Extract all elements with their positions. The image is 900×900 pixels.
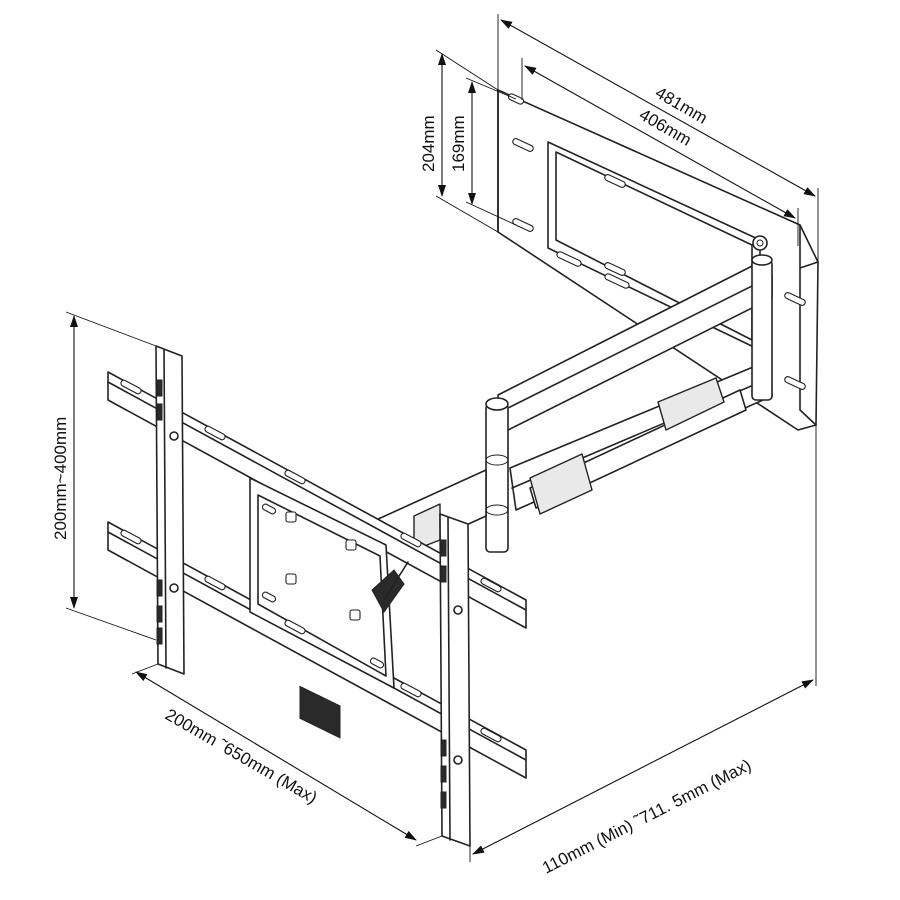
label-vesa-vertical: 200mm~400mm bbox=[51, 417, 70, 540]
dimension-lines bbox=[65, 14, 819, 862]
label-vesa-horizontal: 200mm ˜650mm (Max) bbox=[162, 705, 320, 807]
articulating-arms bbox=[375, 254, 773, 553]
label-169mm: 169mm bbox=[449, 115, 468, 172]
label-extension: 110mm (Min) ˜711. 5mm (Max) bbox=[539, 755, 754, 877]
tv-plate bbox=[107, 345, 527, 847]
label-204mm: 204mm bbox=[419, 115, 438, 172]
